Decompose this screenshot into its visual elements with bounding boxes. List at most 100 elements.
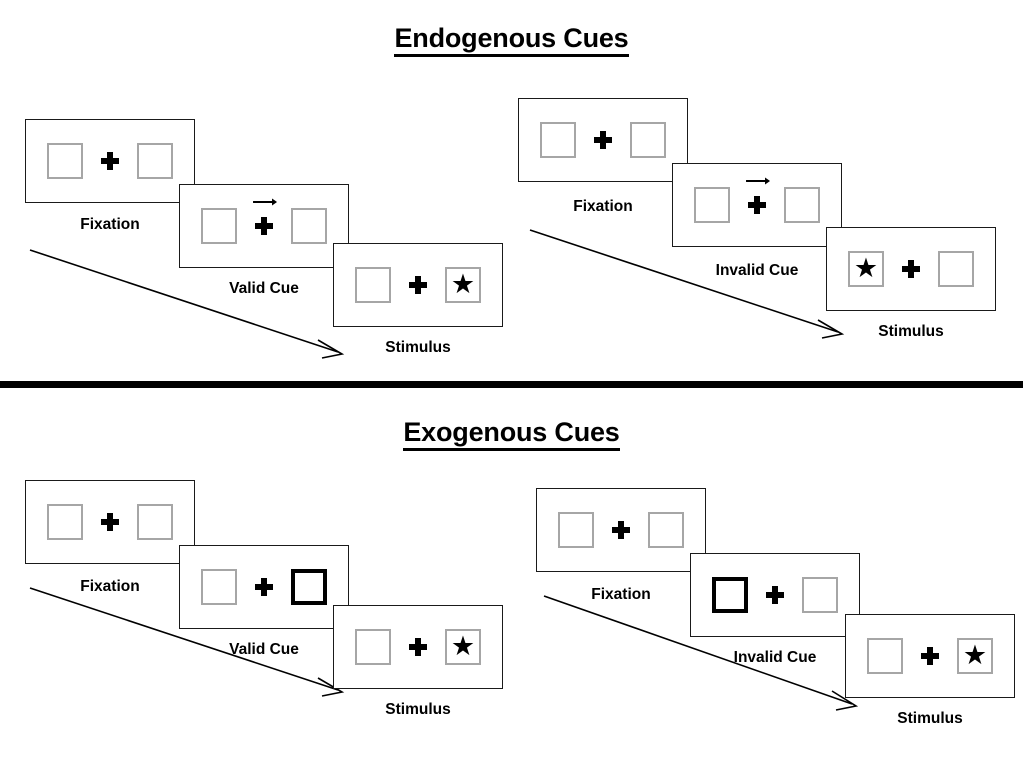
plus-icon bbox=[409, 276, 427, 294]
panel-content bbox=[558, 512, 684, 548]
stimulus-box-right bbox=[938, 251, 974, 287]
stimulus-box-left bbox=[47, 143, 83, 179]
stimulus-box-right-with-star: ★ bbox=[445, 267, 481, 303]
panel-endogenous-invalid-stimulus[interactable]: ★ bbox=[826, 227, 996, 311]
stimulus-box-left bbox=[867, 638, 903, 674]
stimulus-box-left-with-star: ★ bbox=[848, 251, 884, 287]
fixation-cross-wrap bbox=[608, 512, 634, 548]
panel-exogenous-valid-stimulus[interactable]: ★ bbox=[333, 605, 503, 689]
panel-content bbox=[201, 569, 327, 605]
panel-exogenous-invalid-stimulus[interactable]: ★ bbox=[845, 614, 1015, 698]
fixation-cross-wrap bbox=[405, 267, 431, 303]
stimulus-box-right-with-star: ★ bbox=[445, 629, 481, 665]
caption-endogenous-invalid-cue: Invalid Cue bbox=[715, 262, 799, 279]
fixation-cross-wrap bbox=[744, 177, 771, 223]
plus-icon bbox=[612, 521, 630, 539]
panel-endogenous-invalid-fixation[interactable] bbox=[518, 98, 688, 182]
section-title-exogenous-text: Exogenous Cues bbox=[403, 417, 620, 451]
stimulus-box-left bbox=[540, 122, 576, 158]
panel-exogenous-invalid-cue[interactable] bbox=[690, 553, 860, 637]
stimulus-box-right bbox=[802, 577, 838, 613]
section-title-endogenous-text: Endogenous Cues bbox=[394, 23, 629, 57]
arrow-right-icon bbox=[746, 177, 771, 185]
panel-exogenous-valid-fixation[interactable] bbox=[25, 480, 195, 564]
panel-content bbox=[47, 504, 173, 540]
stimulus-box-right bbox=[291, 208, 327, 244]
caption-endogenous-valid-cue: Valid Cue bbox=[229, 280, 299, 297]
fixation-cross-wrap bbox=[590, 122, 616, 158]
stimulus-box-right-cued bbox=[291, 569, 327, 605]
stimulus-box-right bbox=[137, 143, 173, 179]
caption-endogenous-valid-stimulus: Stimulus bbox=[385, 339, 451, 356]
stimulus-box-right bbox=[648, 512, 684, 548]
section-title-endogenous: Endogenous Cues bbox=[0, 23, 1023, 57]
flow-arrow-endogenous-invalid bbox=[529, 229, 845, 339]
stimulus-box-left bbox=[355, 629, 391, 665]
stimulus-box-left bbox=[694, 187, 730, 223]
plus-icon bbox=[921, 647, 939, 665]
fixation-cross-wrap bbox=[97, 143, 123, 179]
section-divider bbox=[0, 381, 1023, 388]
stimulus-box-right-with-star: ★ bbox=[957, 638, 993, 674]
fixation-cross-wrap bbox=[405, 629, 431, 665]
panel-endogenous-invalid-cue[interactable] bbox=[672, 163, 842, 247]
panel-content: ★ bbox=[355, 629, 481, 665]
panel-endogenous-valid-fixation[interactable] bbox=[25, 119, 195, 203]
stimulus-box-right bbox=[630, 122, 666, 158]
star-icon: ★ bbox=[853, 252, 879, 283]
caption-exogenous-invalid-stimulus: Stimulus bbox=[897, 710, 963, 727]
plus-icon bbox=[409, 638, 427, 656]
flow-arrow-exogenous-invalid bbox=[543, 595, 859, 711]
panel-content: ★ bbox=[355, 267, 481, 303]
panel-exogenous-valid-cue[interactable] bbox=[179, 545, 349, 629]
caption-exogenous-valid-stimulus: Stimulus bbox=[385, 701, 451, 718]
plus-icon bbox=[594, 131, 612, 149]
section-title-exogenous: Exogenous Cues bbox=[0, 417, 1023, 451]
stimulus-box-right bbox=[137, 504, 173, 540]
stimulus-box-left bbox=[201, 569, 237, 605]
stimulus-box-left bbox=[558, 512, 594, 548]
panel-endogenous-valid-cue[interactable] bbox=[179, 184, 349, 268]
flow-arrow-exogenous-valid bbox=[29, 587, 345, 697]
fixation-cross-wrap bbox=[251, 569, 277, 605]
panel-content: ★ bbox=[867, 638, 993, 674]
plus-icon bbox=[902, 260, 920, 278]
caption-exogenous-valid-fixation: Fixation bbox=[80, 578, 140, 595]
stimulus-box-left bbox=[355, 267, 391, 303]
panel-exogenous-invalid-fixation[interactable] bbox=[536, 488, 706, 572]
section-endogenous-cues: Endogenous Cues Fixation bbox=[0, 23, 1023, 359]
panel-content bbox=[694, 177, 820, 223]
fixation-cross-wrap bbox=[917, 638, 943, 674]
plus-icon bbox=[748, 196, 766, 214]
panel-content bbox=[540, 122, 666, 158]
caption-endogenous-valid-fixation: Fixation bbox=[80, 216, 140, 233]
plus-icon bbox=[101, 152, 119, 170]
stimulus-box-left bbox=[201, 208, 237, 244]
caption-endogenous-invalid-stimulus: Stimulus bbox=[878, 323, 944, 340]
caption-exogenous-invalid-cue: Invalid Cue bbox=[733, 649, 817, 666]
stimulus-box-left-cued bbox=[712, 577, 748, 613]
plus-icon bbox=[255, 578, 273, 596]
fixation-cross-wrap bbox=[97, 504, 123, 540]
plus-icon bbox=[255, 217, 273, 235]
star-icon: ★ bbox=[450, 630, 476, 661]
star-icon: ★ bbox=[962, 639, 988, 670]
fixation-cross-wrap bbox=[251, 198, 278, 244]
panel-content bbox=[201, 198, 327, 244]
caption-exogenous-invalid-fixation: Fixation bbox=[591, 586, 651, 603]
caption-endogenous-invalid-fixation: Fixation bbox=[573, 198, 633, 215]
panel-content bbox=[47, 143, 173, 179]
stimulus-box-left bbox=[47, 504, 83, 540]
panel-content: ★ bbox=[848, 251, 974, 287]
panel-endogenous-valid-stimulus[interactable]: ★ bbox=[333, 243, 503, 327]
plus-icon bbox=[101, 513, 119, 531]
flow-arrow-endogenous-valid bbox=[29, 249, 345, 359]
star-icon: ★ bbox=[450, 268, 476, 299]
stimulus-box-right bbox=[784, 187, 820, 223]
arrow-right-icon bbox=[253, 198, 278, 206]
plus-icon bbox=[766, 586, 784, 604]
caption-exogenous-valid-cue: Valid Cue bbox=[229, 641, 299, 658]
fixation-cross-wrap bbox=[762, 577, 788, 613]
panel-content bbox=[712, 577, 838, 613]
section-exogenous-cues: Exogenous Cues Fixation Valid Cue bbox=[0, 392, 1023, 767]
